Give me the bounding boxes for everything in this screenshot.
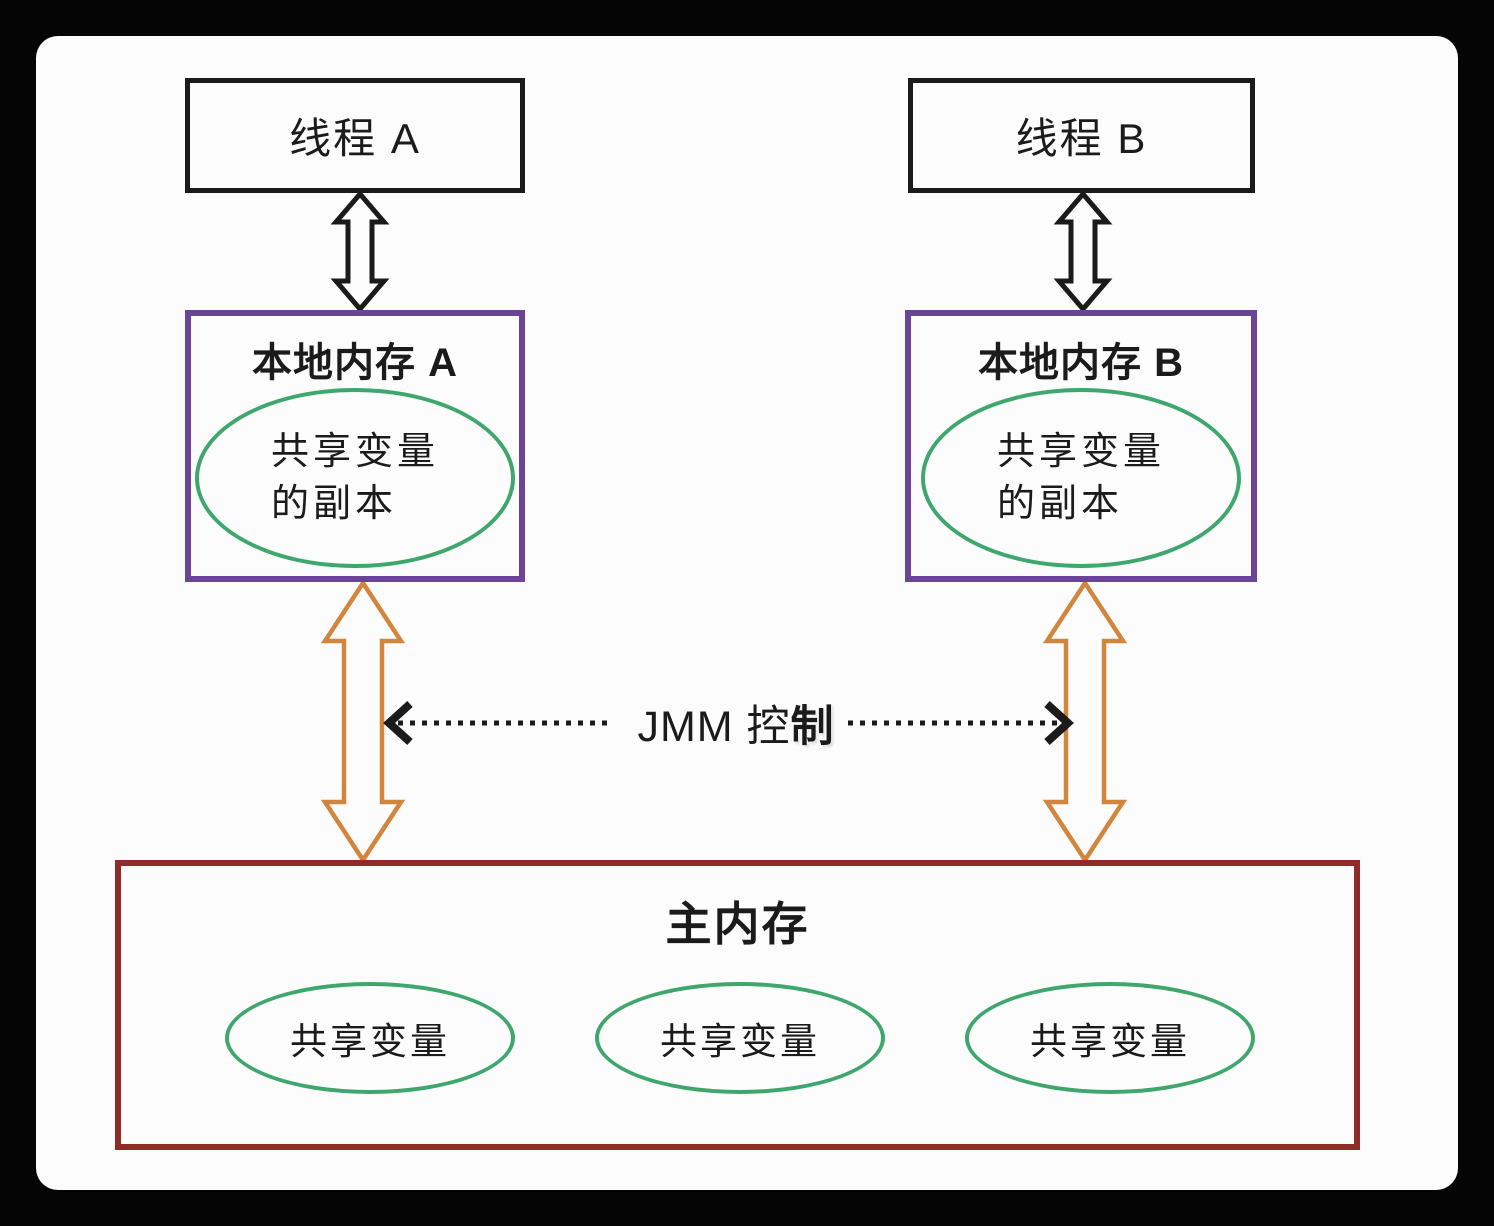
local-memory-a-title: 本地内存 A [252,341,458,385]
shared-variable-2-label: 共享变量 [660,1022,820,1063]
dotted-arrowhead-left-icon [383,701,413,745]
jmm-control-regular-text: JMM 控 [637,703,791,751]
main-memory-box: 主内存 共享变量 共享变量 共享变量 [115,860,1360,1150]
diagram-canvas: 线程 A 线程 B 本地内存 A 共享变量 的副本 本地内存 B 共享变量 的副… [36,36,1458,1190]
local-memory-b-box: 本地内存 B 共享变量 的副本 [905,310,1257,582]
thread-a-label: 线程 A [289,115,421,162]
jmm-control-bold-text: 制 [790,703,835,751]
orange-double-arrow-b-icon [1042,578,1128,865]
black-double-arrow-b-icon [1053,190,1113,313]
shared-variable-ellipse-2: 共享变量 [595,982,885,1094]
shared-variable-3-label: 共享变量 [1030,1022,1190,1063]
orange-double-arrow-a-icon [320,578,406,865]
shared-variable-ellipse-3: 共享变量 [965,982,1255,1094]
shared-variable-1-label: 共享变量 [290,1022,450,1063]
copy-a-line2: 的副本 [270,483,397,525]
shared-variable-copy-a-ellipse: 共享变量 的副本 [195,388,515,568]
shared-variable-copy-b-label: 共享变量 的副本 [997,426,1165,531]
local-memory-a-box: 本地内存 A 共享变量 的副本 [185,310,525,582]
dotted-arrowhead-right-icon [1044,701,1074,745]
thread-b-box: 线程 B [908,78,1255,193]
shared-variable-ellipse-1: 共享变量 [225,982,515,1094]
black-double-arrow-a-icon [330,190,390,313]
copy-b-line1: 共享变量 [996,430,1165,473]
thread-a-box: 线程 A [185,78,525,193]
jmm-control-label: JMM 控制 [591,688,881,758]
copy-b-line2: 的副本 [996,483,1123,525]
local-memory-b-title: 本地内存 B [978,341,1184,385]
shared-variable-copy-b-ellipse: 共享变量 的副本 [921,388,1241,568]
thread-b-label: 线程 B [1015,115,1148,162]
main-memory-title: 主内存 [665,898,810,950]
copy-a-line1: 共享变量 [270,430,439,473]
shared-variable-copy-a-label: 共享变量 的副本 [271,426,439,531]
